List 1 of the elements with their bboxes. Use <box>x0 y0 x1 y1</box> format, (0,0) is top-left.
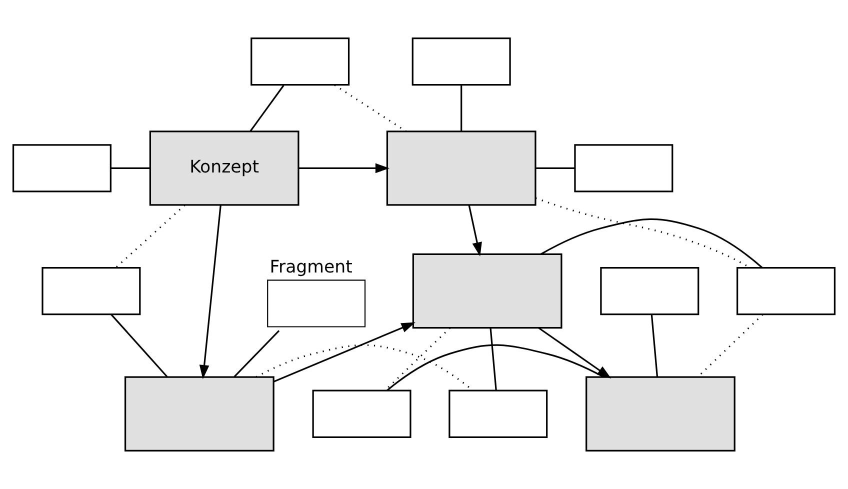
node-label: Fragment <box>270 257 352 278</box>
